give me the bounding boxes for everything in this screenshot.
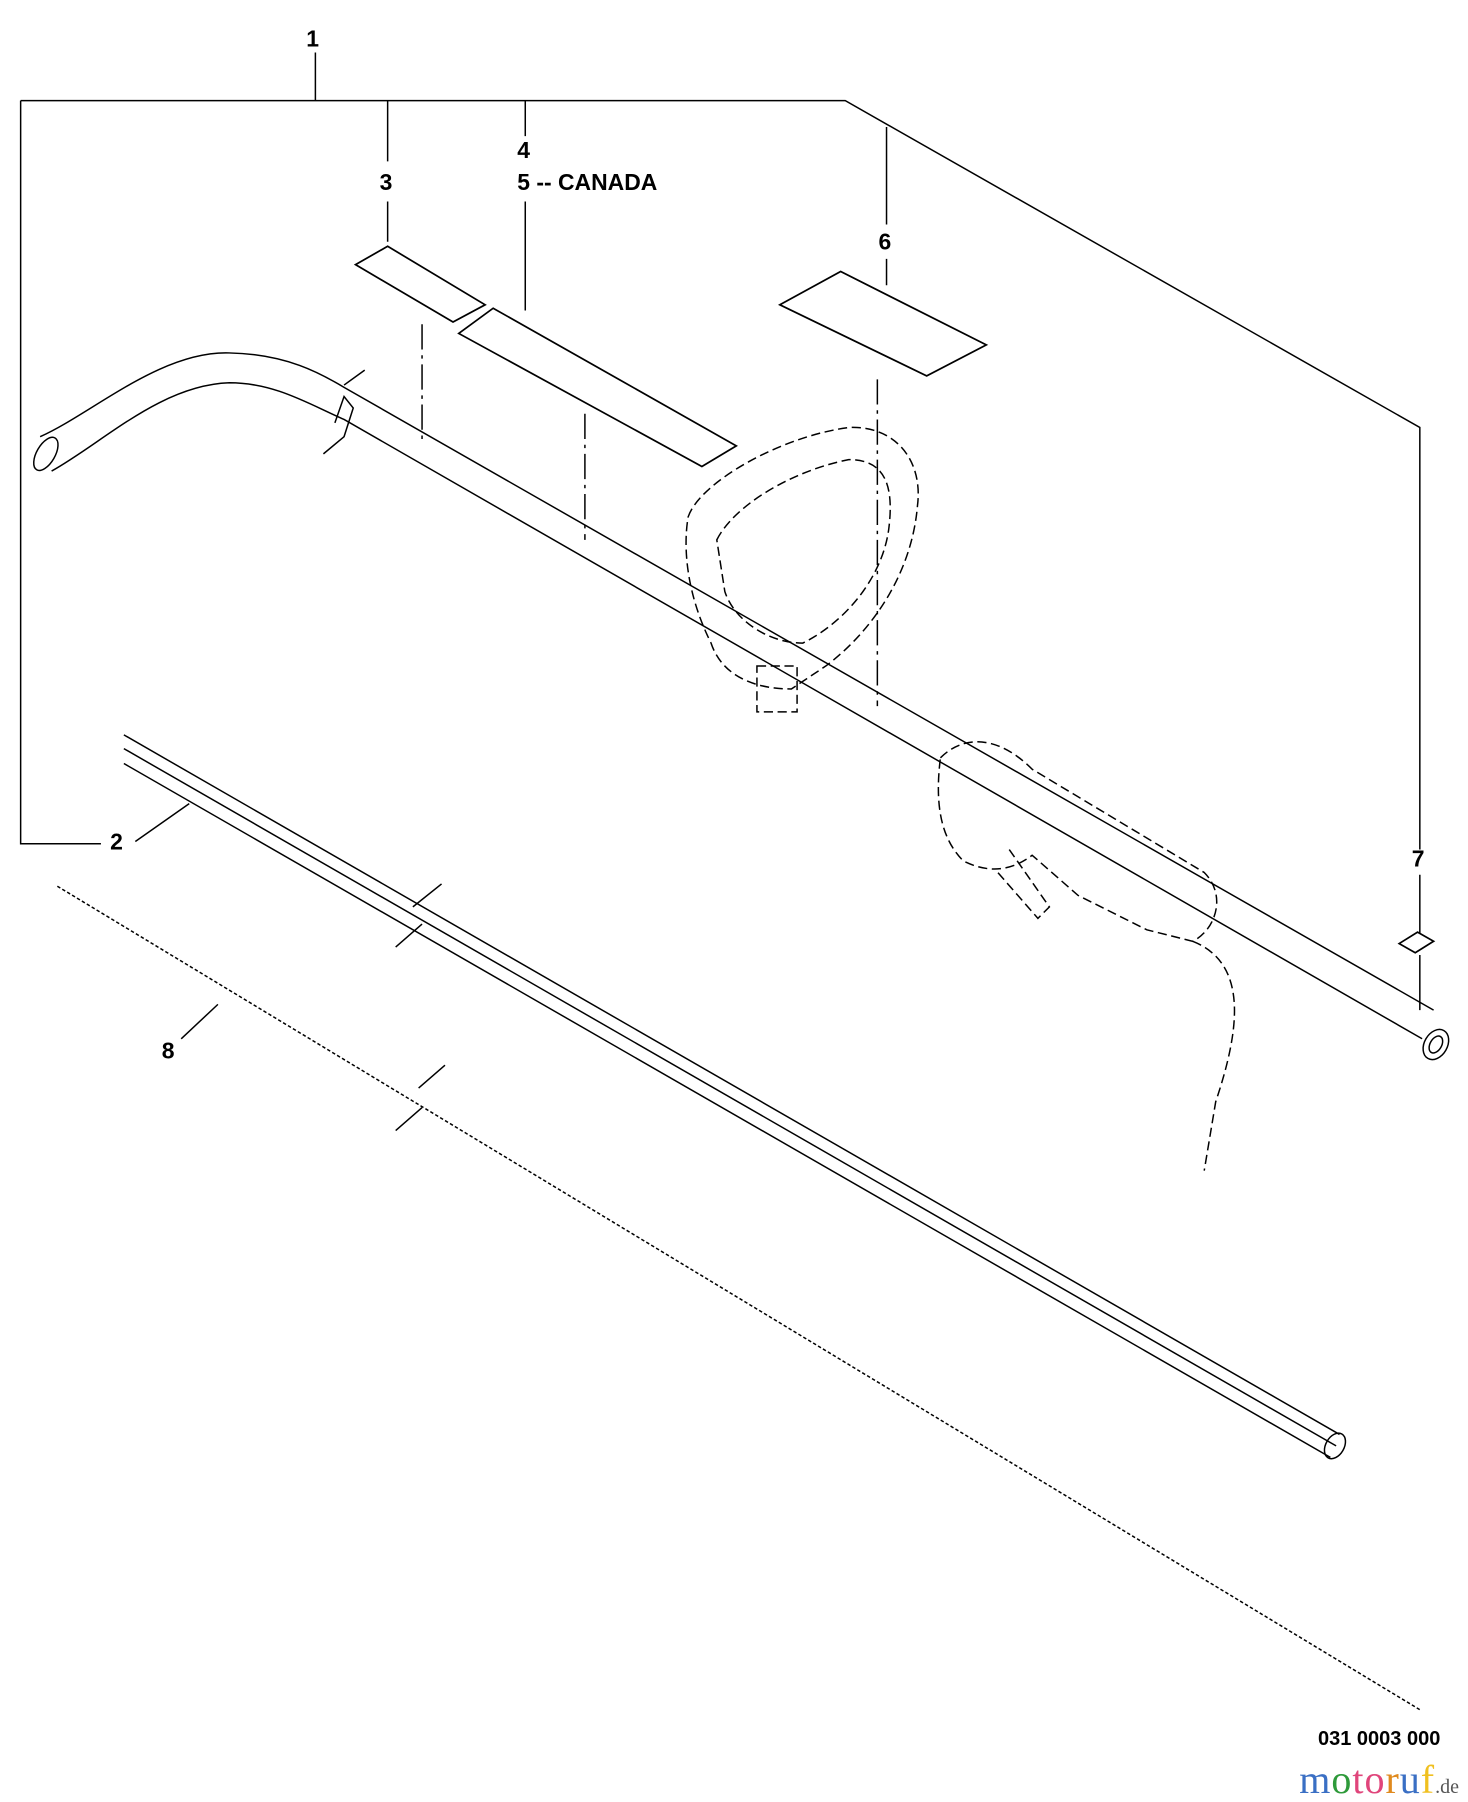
decal-6 bbox=[777, 270, 989, 377]
watermark-letter: o bbox=[1331, 1757, 1352, 1802]
watermark-letter: u bbox=[1399, 1757, 1420, 1802]
watermark-suffix: .de bbox=[1435, 1776, 1459, 1798]
handle-outline bbox=[685, 426, 919, 713]
watermark-logo: motoruf.de bbox=[1299, 1760, 1460, 1800]
decal-4 bbox=[457, 307, 739, 468]
callout-2: 2 bbox=[110, 829, 123, 855]
callout-3: 3 bbox=[380, 169, 393, 195]
throttle-outline bbox=[937, 741, 1236, 1171]
drawing-number: 031 0003 000 bbox=[1318, 1728, 1441, 1750]
flex-cable bbox=[56, 885, 1421, 1711]
watermark-letter: o bbox=[1364, 1757, 1385, 1802]
watermark-letter: r bbox=[1385, 1757, 1399, 1802]
watermark-letter: f bbox=[1420, 1757, 1435, 1802]
decal-7 bbox=[1397, 931, 1436, 954]
callout-leaders bbox=[19, 52, 1421, 1040]
callout-8: 8 bbox=[162, 1037, 175, 1063]
callout-5: 5 -- CANADA bbox=[517, 169, 657, 195]
watermark-letter: t bbox=[1352, 1757, 1364, 1802]
shaft-tube bbox=[32, 352, 1450, 1061]
center-lines bbox=[421, 324, 879, 707]
callout-7: 7 bbox=[1412, 846, 1425, 872]
decal-3 bbox=[353, 245, 487, 323]
callout-1: 1 bbox=[306, 26, 319, 52]
drive-shaft bbox=[123, 734, 1347, 1460]
watermark-letter: m bbox=[1299, 1757, 1331, 1802]
callout-4: 4 bbox=[517, 137, 530, 163]
callout-6: 6 bbox=[879, 229, 892, 255]
